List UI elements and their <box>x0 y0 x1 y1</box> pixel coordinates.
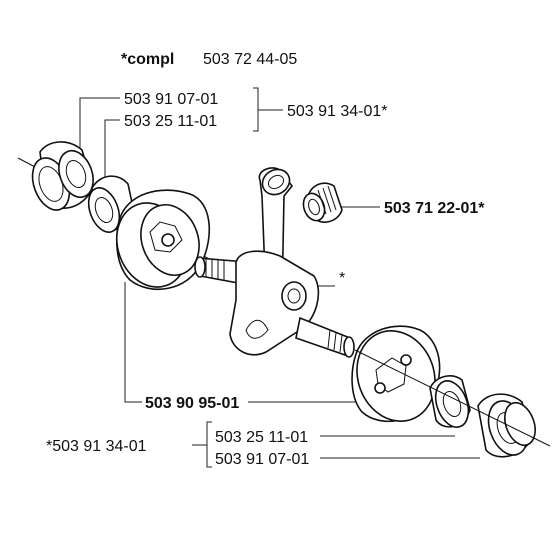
callout-crank-star: * <box>339 270 345 287</box>
compl-number: 503 72 44-05 <box>203 51 297 68</box>
crankshaft <box>194 167 355 358</box>
callout-needle-bearing: 503 71 22-01* <box>384 200 485 217</box>
bearing-left-outer <box>31 141 94 211</box>
seal-left <box>87 175 135 233</box>
callout-bottom-bearing-a: 503 25 11-01 <box>215 429 308 446</box>
bearing-right-outer <box>477 393 536 458</box>
needle-bearing <box>302 182 343 223</box>
crank-half-left <box>116 189 211 291</box>
seal-right <box>429 375 471 428</box>
callout-crankshaft: 503 90 95-01 <box>145 395 239 412</box>
axis-line-right <box>354 349 551 447</box>
compl-prefix: *compl <box>121 51 174 68</box>
crank-half-right <box>351 325 441 423</box>
callout-top-kit: 503 91 34-01* <box>287 103 388 120</box>
callout-bottom-bearing-b: 503 91 07-01 <box>215 451 309 468</box>
callout-top-bearing-b: 503 25 11-01 <box>124 113 217 130</box>
callout-top-bearing-a: 503 91 07-01 <box>124 91 218 108</box>
callout-bottom-kit: *503 91 34-01 <box>46 438 147 455</box>
